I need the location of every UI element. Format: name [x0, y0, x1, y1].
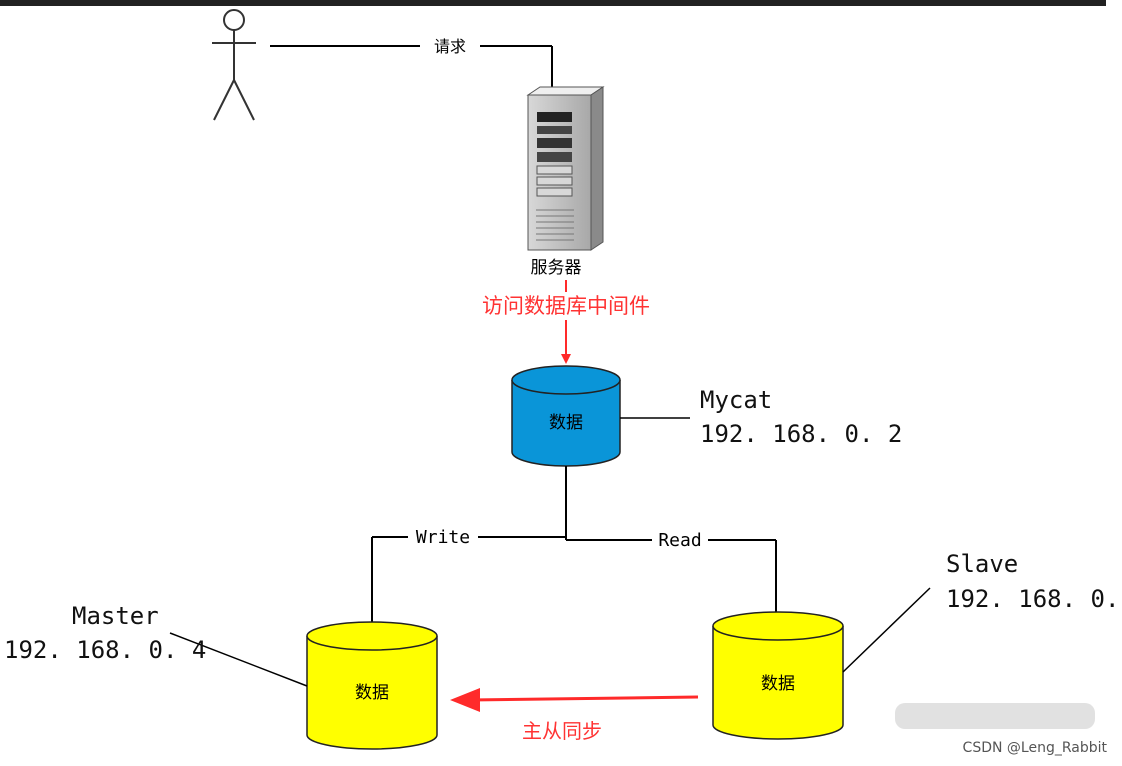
slave-database — [712, 611, 844, 740]
access-middleware-label: 访问数据库中间件 — [482, 294, 650, 318]
blurred-watermark — [895, 703, 1095, 729]
slave-name: Slave — [946, 550, 1018, 578]
request-label: 请求 — [434, 37, 466, 56]
top-border — [0, 0, 1106, 6]
request-connector — [270, 45, 557, 120]
user-icon — [212, 9, 256, 121]
routing-connectors — [367, 466, 781, 634]
write-label: Write — [416, 527, 470, 548]
mycat-ip: 192. 168. 0. 2 — [700, 420, 902, 448]
mycat-name: Mycat — [700, 386, 772, 414]
mycat-db-label: 数据 — [549, 413, 583, 433]
server-label: 服务器 — [531, 258, 582, 278]
master-database — [306, 621, 438, 750]
master-callout-line — [169, 632, 308, 687]
slave-db-label: 数据 — [761, 674, 795, 694]
master-name: Master — [72, 602, 159, 630]
read-label: Read — [658, 530, 701, 551]
mycat-database — [511, 365, 621, 467]
slave-callout-line — [842, 587, 931, 673]
server-icon — [526, 86, 605, 251]
csdn-watermark: CSDN @Leng_Rabbit — [963, 740, 1108, 756]
slave-ip: 192. 168. 0. 5 — [946, 585, 1122, 613]
sync-arrowhead — [450, 688, 480, 712]
master-ip: 192. 168. 0. 4 — [4, 636, 206, 664]
sync-arrow — [469, 695, 699, 702]
sync-label: 主从同步 — [522, 719, 602, 743]
master-db-label: 数据 — [355, 683, 389, 703]
